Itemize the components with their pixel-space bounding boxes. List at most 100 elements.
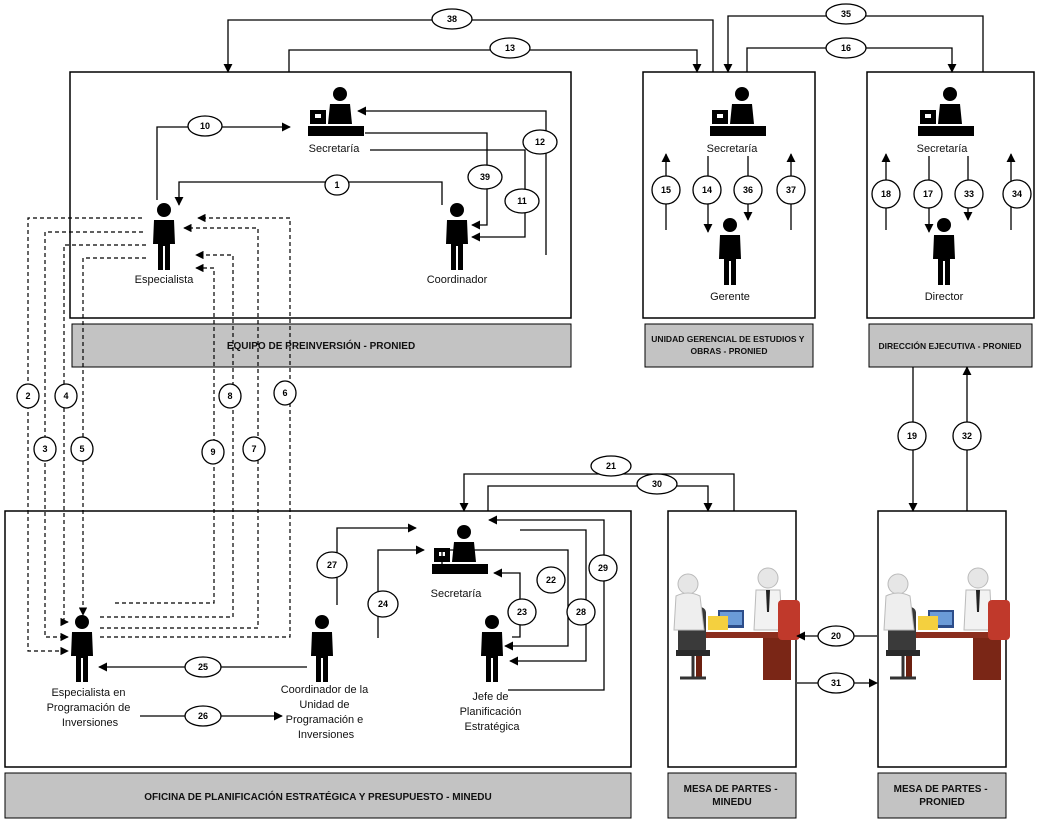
especialista-minedu-icon [71,615,93,682]
step-number: 27 [327,560,337,570]
step-badge-1: 1 [324,174,350,196]
band-ugeo [644,323,814,368]
step-badge-36: 36 [733,175,763,205]
secretaria-de-label: Secretaría [917,143,969,155]
step-badge-20: 20 [817,625,855,647]
step-number: 18 [881,189,891,199]
band-mesa-pronied-label: MESA DE PARTES - PRONIED [894,784,991,808]
flow-arrow [509,529,587,666]
step-number: 4 [63,391,68,401]
flow-arrow [336,523,417,605]
flow-arrow [115,263,215,604]
secretaria-ugeo-icon [710,87,766,136]
step-number: 11 [517,196,527,206]
flow-arrow [174,181,443,206]
step-number: 17 [923,189,933,199]
office-scene-pronied-icon [882,566,1012,682]
flow-arrow [100,213,291,638]
step-number: 35 [841,9,851,19]
box-equipo-preinversion [69,71,572,319]
flow-arrow [487,485,713,512]
secretaria-ugeo-label: Secretaría [707,143,759,155]
jefe-icon [481,615,503,682]
office-scene-minedu-icon [672,566,802,682]
step-badge-39: 39 [467,164,503,190]
especialista-minedu-label: Especialista en Programación de Inversio… [47,687,134,729]
step-badge-19: 19 [897,421,927,451]
step-badge-15: 15 [651,175,681,205]
step-number: 10 [200,121,210,131]
flow-arrow [459,473,735,512]
step-badge-38: 38 [431,8,473,30]
step-number: 38 [447,14,457,24]
step-badge-22: 22 [536,566,566,594]
step-badge-9: 9 [201,439,225,465]
band-equipo-preinversion [71,323,572,368]
step-badge-14: 14 [692,175,722,205]
step-number: 24 [378,599,388,609]
coordinador-minedu-icon [311,615,333,682]
step-badge-18: 18 [871,179,901,209]
especialista-icon [153,203,175,270]
step-number: 13 [505,43,515,53]
step-number: 22 [546,575,556,585]
step-badge-23: 23 [507,598,537,626]
coordinador-label: Coordinador [427,274,488,286]
step-badge-33: 33 [954,179,984,209]
step-number: 16 [841,43,851,53]
secretaria-equipo-label: Secretaría [309,143,361,155]
step-badge-25: 25 [184,656,222,678]
step-number: 12 [535,137,545,147]
step-badge-29: 29 [588,554,618,582]
step-badge-21: 21 [590,455,632,477]
step-number: 39 [480,172,490,182]
flow-arrow [44,231,143,642]
step-number: 25 [198,662,208,672]
step-badge-32: 32 [952,421,982,451]
step-badge-27: 27 [316,551,348,579]
step-badge-17: 17 [913,179,943,209]
flow-arrow [156,122,291,200]
step-badge-7: 7 [242,436,266,462]
step-number: 31 [831,678,841,688]
step-number: 33 [964,189,974,199]
flow-arrow [100,223,259,629]
step-number: 3 [42,444,47,454]
step-badge-5: 5 [70,436,94,462]
step-badge-10: 10 [187,115,223,137]
step-number: 14 [702,185,712,195]
step-badge-37: 37 [776,175,806,205]
step-badge-12: 12 [522,129,558,155]
flow-arrow [441,549,569,651]
step-number: 29 [598,563,608,573]
coordinador-minedu-label: Coordinador de la Unidad de Programación… [281,684,372,741]
step-number: 34 [1012,189,1022,199]
step-number: 30 [652,479,662,489]
flow-arrow [78,257,146,616]
step-number: 26 [198,711,208,721]
step-badge-4: 4 [54,383,78,409]
band-mesa-pronied [877,772,1007,819]
director-label: Director [925,291,964,303]
flow-arrow [357,106,547,255]
step-number: 5 [79,444,84,454]
step-number: 19 [907,431,917,441]
band-equipo-preinversion-label: EQUIPO DE PREINVERSIÓN - PRONIED [227,339,415,352]
step-number: 21 [606,461,616,471]
box-minedu [4,510,632,768]
step-badge-16: 16 [825,37,867,59]
especialista-label: Especialista [135,274,195,286]
gerente-label: Gerente [710,291,750,303]
step-number: 20 [831,631,841,641]
step-badge-8: 8 [218,383,242,409]
step-number: 1 [334,180,339,190]
step-badge-30: 30 [636,473,678,495]
step-badge-26: 26 [184,705,222,727]
step-badge-11: 11 [504,188,540,214]
flow-arrow [100,250,234,618]
director-icon [933,218,955,285]
secretaria-minedu-label: Secretaría [431,588,483,600]
step-number: 7 [251,444,256,454]
secretaria-de-icon [918,87,974,136]
